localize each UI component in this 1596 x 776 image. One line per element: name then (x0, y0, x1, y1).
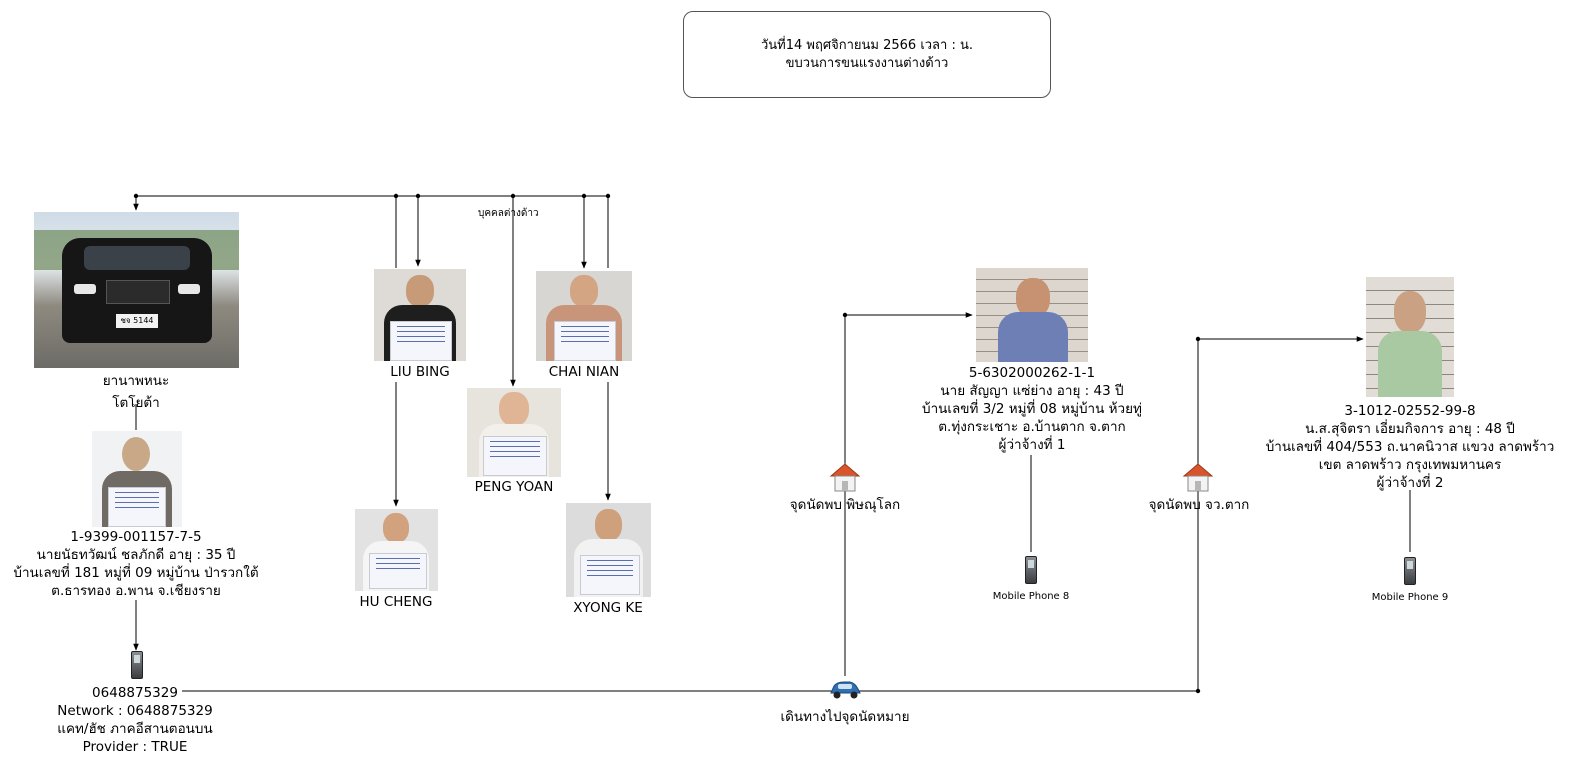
employer2-photo (1366, 277, 1454, 397)
travel-label: เดินทางไปจุดนัดหมาย (780, 709, 910, 725)
peng-yoan-photo (467, 388, 561, 477)
xyong-ke-photo (566, 503, 651, 597)
chai-nian-name: CHAI NIAN (548, 364, 620, 380)
mobile-phone-9-label: Mobile Phone 9 (1371, 592, 1449, 603)
car-headlight-right (178, 284, 200, 294)
employer1-name-age: นาย สัญญา แซ่ย่าง อายุ : 43 ปี (940, 383, 1124, 399)
person-body (1378, 331, 1442, 397)
person-head (595, 509, 622, 541)
car-grille (106, 280, 170, 304)
car-body: ชจ 5144 (62, 238, 212, 343)
employer2-role: ผู้ว่าจ้างที่ 2 (1376, 475, 1444, 491)
vehicle-brand: โตโยต้า (112, 395, 160, 411)
employer1-address: บ้านเลขที่ 3/2 หมู่ที่ 08 หมู่บ้าน ห้วยท… (922, 401, 1142, 417)
foreign-group-label: บุคคลต่างด้าว (478, 208, 539, 219)
phone-provider: Provider : TRUE (82, 739, 188, 755)
case-title: ขบวนการขนแรงงานต่างด้าว (785, 55, 949, 71)
id-sign (369, 553, 427, 589)
person-head (570, 275, 598, 307)
employer2-id: 3-1012-02552-99-8 (1344, 403, 1476, 419)
mobile-phone-icon (1404, 557, 1416, 585)
house-icon (1182, 463, 1214, 492)
employer1-district: ต.ทุ่งกระเชาะ อ.บ้านตาก จ.ตาก (938, 419, 1126, 435)
mobile-phone-icon (1025, 556, 1037, 584)
id-sign (108, 487, 166, 527)
vehicle-label: ยานาพหนะ โตโยต้า (86, 372, 186, 412)
case-date-time: วันที่14 พฤศจิกายนม 2566 เวลา : น. (760, 37, 973, 53)
person-head (383, 513, 409, 543)
person-head (122, 437, 150, 471)
phone-number: 0648875329 (92, 685, 178, 701)
id-sign (390, 321, 452, 361)
person-head (1016, 278, 1050, 318)
mobile-phone-icon (131, 651, 143, 679)
person-head (499, 392, 529, 426)
phone-network: Network : 0648875329 (57, 703, 213, 719)
employer2-info: 3-1012-02552-99-8 น.ส.สุจิตรา เอี่ยมกิจก… (1262, 402, 1558, 492)
driver-id: 1-9399-001157-7-5 (70, 529, 202, 545)
liu-bing-name: LIU BING (390, 364, 450, 380)
meeting-point-1-label: จุดนัดพบ พิษณุโลก (789, 497, 901, 513)
employer1-info: 5-6302000262-1-1 นาย สัญญา แซ่ย่าง อายุ … (898, 364, 1166, 454)
phone-info: 0648875329 Network : 0648875329 แคท/ฮัช … (30, 684, 240, 756)
employer2-address: บ้านเลขที่ 404/553 ถ.นาคนิวาส แขวง ลาดพร… (1265, 439, 1555, 455)
case-title-box: วันที่14 พฤศจิกายนม 2566 เวลา : น. ขบวนก… (683, 11, 1051, 98)
vehicle-photo: ชจ 5144 (34, 212, 239, 368)
id-sign (483, 436, 547, 476)
peng-yoan-name: PENG YOAN (474, 479, 554, 495)
vehicle-type: ยานาพหนะ (102, 373, 170, 389)
id-sign (580, 555, 640, 595)
xyong-ke-name: XYONG KE (573, 600, 643, 616)
meeting-point-2-label: จุดนัดพบ จว.ตาก (1148, 497, 1250, 513)
house-icon (829, 463, 861, 492)
phone-area: แคท/ฮัช ภาคอีสานตอนบน (57, 721, 213, 737)
person-body (998, 312, 1068, 362)
employer2-name-age: น.ส.สุจิตรา เอี่ยมกิจการ อายุ : 48 ปี (1305, 421, 1515, 437)
employer2-district: เขต ลาดพร้าว กรุงเทพมหานคร (1318, 457, 1502, 473)
employer1-role: ผู้ว่าจ้างที่ 1 (998, 437, 1066, 453)
hu-cheng-photo (355, 509, 438, 591)
driver-photo (92, 431, 182, 527)
hu-cheng-name: HU CHENG (359, 594, 433, 610)
driver-name-age: นายนัธทวัฒน์ ชลภักดี อายุ : 35 ปี (36, 547, 236, 563)
driver-info: 1-9399-001157-7-5 นายนัธทวัฒน์ ชลภักดี อ… (0, 528, 272, 600)
employer1-id: 5-6302000262-1-1 (968, 365, 1096, 381)
car-headlight-left (74, 284, 96, 294)
mobile-phone-8-label: Mobile Phone 8 (992, 591, 1070, 602)
car-icon (830, 681, 861, 699)
id-sign (554, 321, 616, 361)
employer1-photo (976, 268, 1088, 362)
person-head (1394, 291, 1426, 333)
car-windshield (84, 246, 190, 270)
person-head (406, 275, 434, 307)
chai-nian-photo (536, 271, 632, 361)
driver-district: ต.ธารทอง อ.พาน จ.เชียงราย (51, 583, 221, 599)
liu-bing-photo (374, 269, 466, 361)
driver-address: บ้านเลขที่ 181 หมู่ที่ 09 หมู่บ้าน ป่ารว… (13, 565, 259, 581)
license-plate: ชจ 5144 (116, 314, 158, 328)
